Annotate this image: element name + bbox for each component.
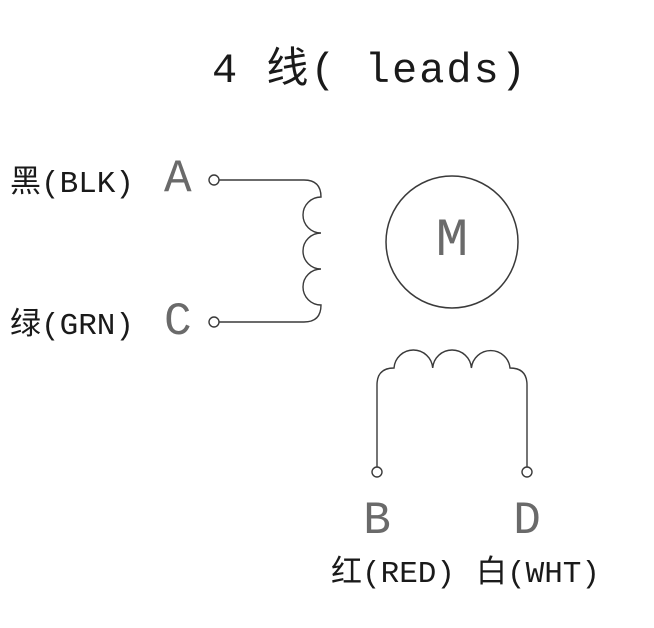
terminal-a-circle bbox=[208, 174, 220, 186]
lead-b-color-label: 红(RED) bbox=[330, 557, 455, 592]
lead-b-terminal-label: B bbox=[363, 495, 391, 547]
motor-label: M bbox=[435, 211, 469, 272]
diagram-title: 4 线( leads) bbox=[211, 47, 529, 95]
terminal-c-circle bbox=[208, 316, 220, 328]
coil-a-c bbox=[218, 179, 322, 323]
lead-d-color-label: 白(WHT) bbox=[475, 557, 600, 592]
lead-a-color-label: 黑(BLK) bbox=[10, 167, 135, 202]
terminal-b-circle bbox=[371, 466, 383, 478]
lead-c-color-label: 绿(GRN) bbox=[10, 309, 135, 344]
lead-a-terminal-label: A bbox=[164, 153, 192, 205]
motor-circle bbox=[385, 175, 519, 309]
lead-c-terminal-label: C bbox=[164, 296, 192, 348]
lead-d-terminal-label: D bbox=[513, 495, 541, 547]
coil-b-d bbox=[376, 349, 528, 468]
terminal-d-circle bbox=[521, 466, 533, 478]
